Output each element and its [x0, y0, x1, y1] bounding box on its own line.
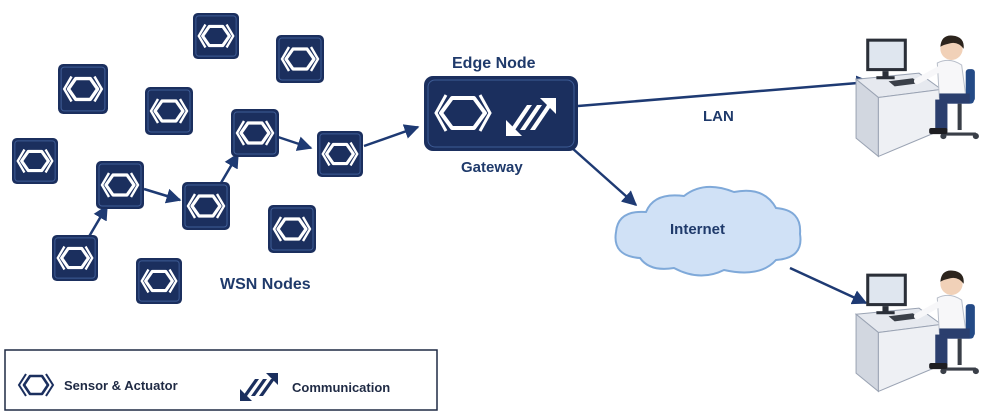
- sensor-node: [134, 258, 184, 304]
- cloud-icon: [614, 185, 802, 277]
- sensor-node: [276, 35, 324, 83]
- sensor-node: [95, 161, 145, 209]
- legend-sensor-actuator-icon: [17, 373, 55, 397]
- sensor-node: [267, 205, 317, 253]
- sensor-node: [193, 13, 239, 59]
- internet-arrow: [571, 147, 638, 206]
- legend-communication-label: Communication: [292, 380, 390, 395]
- sensor-node: [10, 138, 60, 184]
- legend-communication-icon: [240, 373, 278, 401]
- lan-label: LAN: [703, 108, 734, 125]
- sensor-node: [231, 109, 279, 157]
- communication-icon: [506, 98, 556, 136]
- wsn-nodes-label: WSN Nodes: [220, 276, 311, 293]
- internet-to-pc-arrow: [789, 266, 868, 305]
- legend: Sensor & Actuator Communication: [4, 349, 438, 411]
- edge-node-gateway: [424, 76, 578, 151]
- internet-label: Internet: [670, 221, 725, 238]
- lan-arrow: [577, 75, 872, 108]
- sensor-node: [144, 87, 194, 135]
- computer-user-icon: [856, 271, 979, 392]
- sensor-node: [50, 235, 100, 281]
- legend-sensor-actuator-label: Sensor & Actuator: [64, 378, 178, 393]
- gateway-label: Gateway: [461, 159, 523, 176]
- sensor-node: [182, 182, 230, 230]
- gateway-links: [571, 75, 872, 305]
- edge-node-label: Edge Node: [452, 55, 536, 72]
- sensor-actuator-icon: [434, 94, 492, 132]
- computer-user-icon: [856, 36, 979, 157]
- sensor-node: [58, 64, 108, 114]
- sensor-node: [316, 131, 364, 177]
- wsn-nodes: [10, 13, 364, 304]
